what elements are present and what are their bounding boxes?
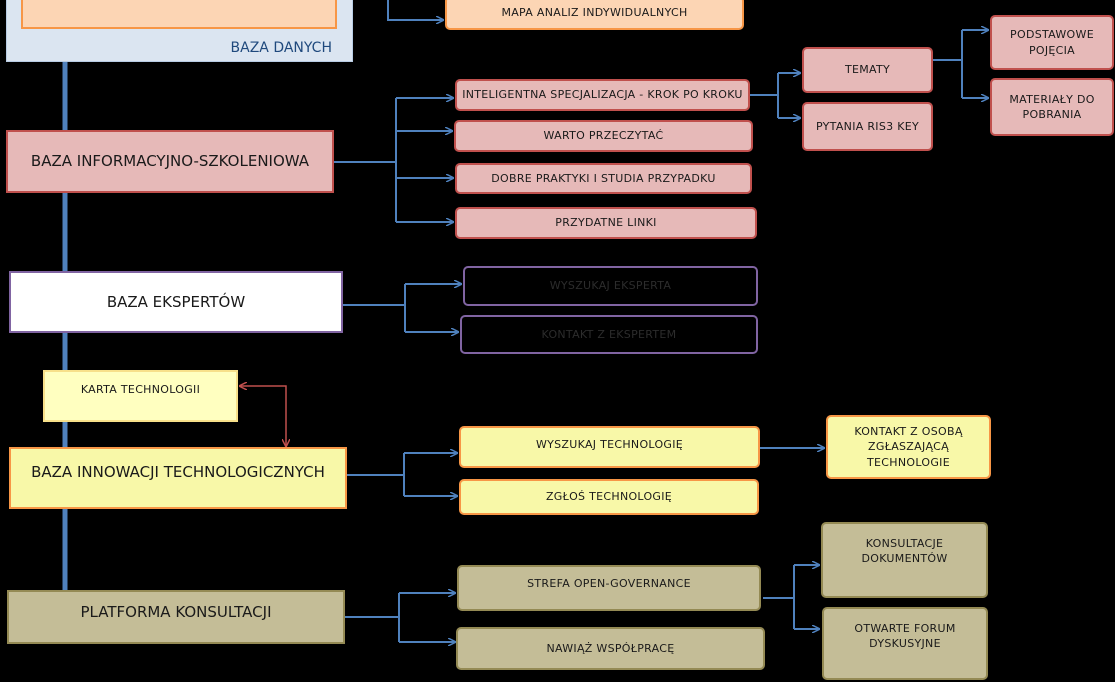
warto-przeczytac-node[interactable]: WARTO PRZECZYTAĆ — [454, 120, 753, 152]
baza-innowacji-title: BAZA INNOWACJI TECHNOLOGICZNYCH — [31, 463, 325, 481]
zglos-technologie-node[interactable]: ZGŁOŚ TECHNOLOGIĘ — [459, 479, 759, 515]
przydatne-linki-label: PRZYDATNE LINKI — [555, 216, 657, 230]
mapa-analiz-label: MAPA ANALIZ INDYWIDUALNYCH — [501, 6, 688, 20]
wyszukaj-technologie-label: WYSZUKAJ TECHNOLOGIĘ — [535, 438, 684, 451]
strefa-open-governance-node[interactable]: STREFA OPEN-GOVERNANCE — [457, 565, 761, 611]
inteligentna-specjalizacja-node[interactable]: INTELIGENTNA SPECJALIZACJA - KROK PO KRO… — [455, 79, 750, 111]
nawiaz-wspolprace-node[interactable]: NAWIĄŻ WSPÓŁPRACĘ — [456, 627, 765, 670]
materialy-label: MATERIAŁY DO POBRANIA — [1009, 92, 1095, 121]
platforma-title: PLATFORMA KONSULTACJI — [80, 603, 272, 621]
baza-ekspertow-title: BAZA EKSPERTÓW — [106, 292, 246, 311]
otwarte-forum-node[interactable]: OTWARTE FORUM DYSKUSYJNE — [822, 607, 988, 680]
strefa-label: STREFA OPEN-GOVERNANCE — [527, 577, 691, 590]
inteligentna-label: INTELIGENTNA SPECJALIZACJA - KROK PO KRO… — [462, 88, 743, 102]
wyszukaj-technologie-node[interactable]: WYSZUKAJ TECHNOLOGIĘ — [459, 426, 760, 468]
baza-danych-label: BAZA DANYCH — [230, 40, 332, 56]
tematy-node[interactable]: TEMATY — [802, 47, 933, 93]
platforma-konsultacji-node[interactable]: PLATFORMA KONSULTACJI — [7, 590, 345, 644]
nawiaz-label: NAWIĄŻ WSPÓŁPRACĘ — [546, 641, 675, 655]
pytania-label: PYTANIA RIS3 KEY — [815, 119, 920, 133]
pytania-ris3-node[interactable]: PYTANIA RIS3 KEY — [802, 102, 933, 151]
baza-danych-inner-box — [21, 0, 337, 29]
karta-technologii-node[interactable]: KARTA TECHNOLOGII — [43, 370, 238, 422]
baza-informacyjno-node[interactable]: BAZA INFORMACYJNO-SZKOLENIOWA — [6, 130, 334, 193]
baza-ekspertow-node[interactable]: BAZA EKSPERTÓW — [9, 271, 343, 333]
kontakt-osoba-label: KONTAKT Z OSOBĄ ZGŁASZAJĄCĄ TECHNOLOGIE — [854, 424, 963, 469]
przydatne-linki-node[interactable]: PRZYDATNE LINKI — [455, 207, 757, 239]
dobre-praktyki-node[interactable]: DOBRE PRAKTYKI I STUDIA PRZYPADKU — [455, 163, 752, 194]
zglos-technologie-label: ZGŁOŚ TECHNOLOGIĘ — [545, 490, 673, 504]
podstawowe-label: PODSTAWOWE POJĘCIA — [1010, 28, 1094, 57]
baza-informacyjno-title: BAZA INFORMACYJNO-SZKOLENIOWA — [30, 152, 310, 170]
baza-innowacji-node[interactable]: BAZA INNOWACJI TECHNOLOGICZNYCH — [9, 447, 347, 509]
konsultacje-label: KONSULTACJE DOKUMENTÓW — [861, 537, 948, 566]
baza-danych-panel: BAZA DANYCH — [6, 0, 353, 62]
karta-technologii-label: KARTA TECHNOLOGII — [80, 383, 201, 396]
kontakt-ekspertem-label: KONTAKT Z EKSPERTEM — [541, 327, 677, 341]
konsultacje-dokumentow-node[interactable]: KONSULTACJE DOKUMENTÓW — [821, 522, 988, 598]
tematy-label: TEMATY — [844, 63, 891, 77]
otwarte-forum-label: OTWARTE FORUM DYSKUSYJNE — [854, 622, 956, 651]
kontakt-z-ekspertem-node[interactable]: KONTAKT Z EKSPERTEM — [460, 315, 758, 354]
dobre-praktyki-label: DOBRE PRAKTYKI I STUDIA PRZYPADKU — [491, 171, 716, 185]
materialy-node[interactable]: MATERIAŁY DO POBRANIA — [990, 78, 1114, 136]
podstawowe-pojecia-node[interactable]: PODSTAWOWE POJĘCIA — [990, 15, 1114, 70]
mapa-analiz-node[interactable]: MAPA ANALIZ INDYWIDUALNYCH — [445, 0, 744, 30]
wyszukaj-eksperta-label: WYSZUKAJ EKSPERTA — [549, 279, 672, 293]
wyszukaj-eksperta-node[interactable]: WYSZUKAJ EKSPERTA — [463, 266, 758, 306]
warto-label: WARTO PRZECZYTAĆ — [543, 129, 664, 143]
kontakt-osoba-node[interactable]: KONTAKT Z OSOBĄ ZGŁASZAJĄCĄ TECHNOLOGIE — [826, 415, 991, 479]
